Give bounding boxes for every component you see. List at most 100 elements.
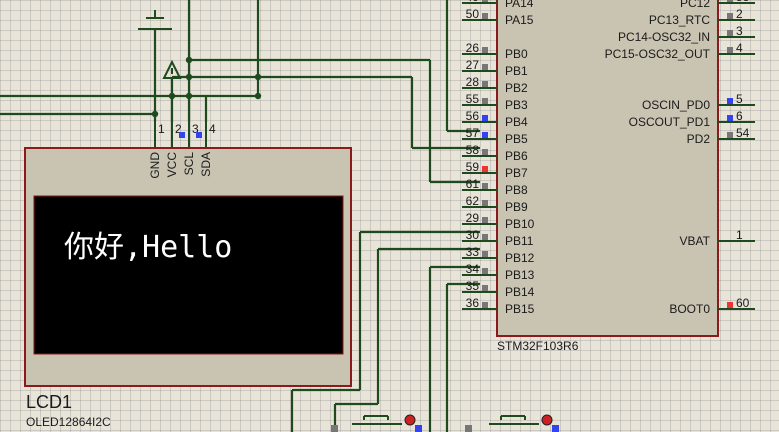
mcu-pin-pa14[interactable]: 49 PA14 [462, 0, 534, 10]
pin-number: 53 [736, 0, 750, 4]
mcu-pin-pb13[interactable]: 34 PB13 [462, 262, 535, 282]
mcu-right-pins: 53 PC122PC13_RTC3PC14-OSC32_IN4PC15-OSC32… [605, 0, 755, 316]
mcu-pin-pb7[interactable]: 59 PB7 [462, 160, 528, 180]
pin-marker [727, 132, 733, 138]
pin-label: PC12 [680, 0, 710, 10]
power-icon[interactable] [162, 59, 182, 79]
pin-label: PB2 [505, 81, 528, 95]
pin-marker [727, 115, 733, 121]
pin-label: PB1 [505, 64, 528, 78]
pin-marker [415, 425, 422, 432]
pin-label: PB7 [505, 166, 528, 180]
pin-number: 59 [466, 160, 480, 174]
pin-marker [482, 200, 488, 206]
pin-marker [727, 98, 733, 104]
pin-number: 1 [158, 122, 165, 136]
pin-marker [482, 98, 488, 104]
pin-number: 35 [466, 279, 480, 293]
pin-label: PB3 [505, 98, 528, 112]
pin-marker [727, 30, 733, 36]
pin-marker [482, 0, 488, 2]
pin-marker [552, 425, 559, 432]
pin-label: PA14 [505, 0, 534, 10]
pin-label: PB15 [505, 302, 535, 316]
pin-label: PB10 [505, 217, 535, 231]
pin-marker [727, 302, 733, 308]
pin-number: 62 [466, 194, 480, 208]
pin-marker [482, 64, 488, 70]
mcu-pin-pc12[interactable]: 53 PC12 [680, 0, 755, 10]
pin-marker [465, 425, 472, 432]
pin-number: 34 [466, 262, 480, 276]
pin-number: 4 [736, 41, 743, 55]
lcd-screen-text: 你好,Hello [64, 230, 232, 265]
mcu-pin-pb10[interactable]: 29 PB10 [462, 211, 535, 231]
pin-number: 26 [466, 41, 480, 55]
pin-marker [727, 47, 733, 53]
mcu-body[interactable] [496, 0, 719, 337]
lcd-screen [33, 195, 344, 355]
button-2-icon[interactable] [489, 414, 553, 426]
ground-icon[interactable] [138, 10, 172, 30]
pin-number: 55 [466, 92, 480, 106]
pin-marker [179, 132, 185, 138]
pin-number: 33 [466, 245, 480, 259]
pin-marker [482, 81, 488, 87]
lcd-ref: LCD1 [26, 392, 72, 412]
mcu-pin-pd2[interactable]: 54 PD2 [687, 126, 755, 146]
pin-label: PD2 [687, 132, 711, 146]
pin-label: PB11 [505, 234, 534, 248]
pin-marker [331, 425, 338, 432]
pin-number: 58 [466, 143, 480, 157]
pin-number: 49 [466, 0, 480, 4]
pin-number: 6 [736, 109, 743, 123]
pin-label: PB5 [505, 132, 528, 146]
wires [0, 0, 480, 432]
pin-number: 2 [175, 122, 182, 136]
junction-dots [151, 56, 262, 118]
pin-marker [482, 234, 488, 240]
pin-marker [482, 217, 488, 223]
mcu-pin-pb11[interactable]: 30 PB11 [462, 228, 534, 248]
pin-marker [482, 149, 488, 155]
pin-number: 29 [466, 211, 480, 225]
mcu-pin-pb14[interactable]: 35 PB14 [462, 279, 535, 299]
pin-number: 30 [466, 228, 480, 242]
pin-marker [196, 132, 202, 138]
button-1-icon[interactable] [352, 414, 416, 426]
pin-number: 54 [736, 126, 750, 140]
mcu-pin-pb3[interactable]: 55 PB3 [462, 92, 528, 112]
pin-label: OSCIN_PD0 [642, 98, 710, 112]
mcu-pin-pb1[interactable]: 27 PB1 [462, 58, 528, 78]
pin-label: PB14 [505, 285, 535, 299]
pin-label: PB13 [505, 268, 535, 282]
pin-label: VBAT [680, 234, 711, 248]
pin-number: 27 [466, 58, 480, 72]
pin-marker [482, 13, 488, 19]
pin-label: PB4 [505, 115, 528, 129]
